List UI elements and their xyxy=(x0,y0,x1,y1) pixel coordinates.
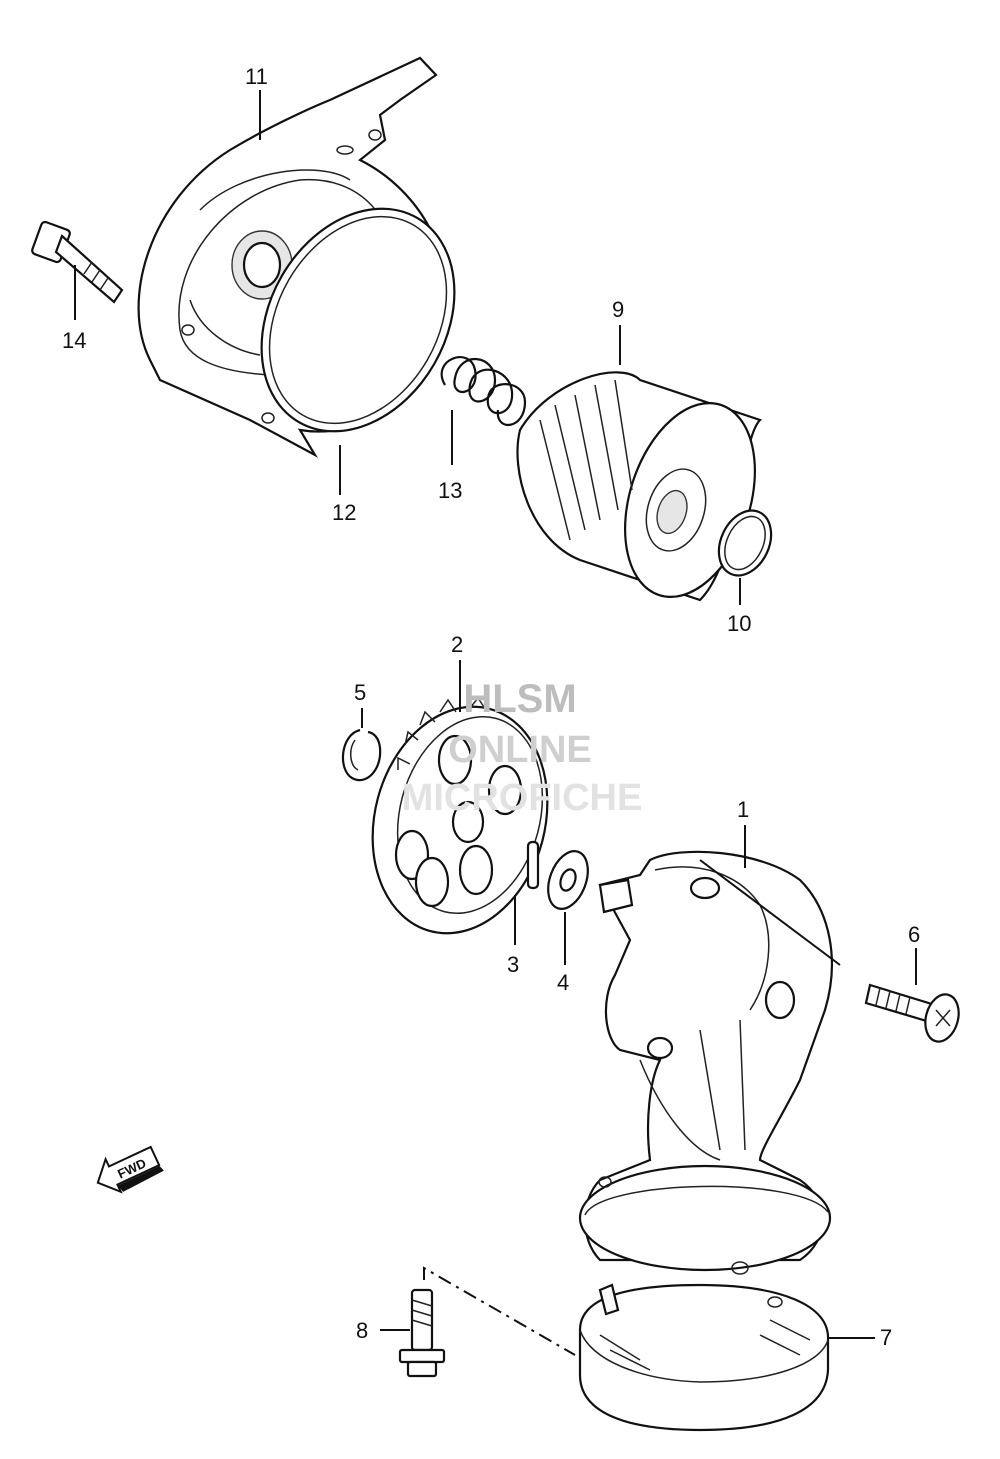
part-3-pin[interactable] xyxy=(514,840,540,945)
callout-2: 2 xyxy=(451,632,463,657)
callout-5: 5 xyxy=(354,680,366,705)
watermark-line-1: HLSM xyxy=(463,677,576,721)
part-7-strainer[interactable] xyxy=(578,1283,875,1432)
part-1-oil-pump[interactable] xyxy=(578,825,841,1275)
callout-8: 8 xyxy=(356,1318,368,1343)
part-14-bolt[interactable] xyxy=(31,220,124,320)
callout-13: 13 xyxy=(438,478,462,503)
callout-1: 1 xyxy=(737,797,749,822)
watermark-line-3: MICROFICHE xyxy=(402,777,643,819)
watermark-line-2: ONLINE xyxy=(448,729,592,771)
part-5-circlip[interactable] xyxy=(341,708,382,782)
fwd-arrow: FWD xyxy=(96,1145,164,1194)
part-12-o-ring[interactable] xyxy=(223,174,493,495)
watermark: HLSM ONLINE MICROFICHE xyxy=(402,677,643,819)
part-6-bolt[interactable] xyxy=(864,948,964,1045)
part-8-flange-bolt[interactable] xyxy=(380,1266,576,1378)
callout-6: 6 xyxy=(908,922,920,947)
callout-10: 10 xyxy=(727,611,751,636)
part-4-washer[interactable] xyxy=(541,846,595,965)
fwd-arrow-icon xyxy=(96,1145,161,1194)
callout-7: 7 xyxy=(880,1325,892,1350)
part-10-o-ring[interactable] xyxy=(709,502,781,605)
callout-11: 11 xyxy=(245,64,268,89)
part-9-oil-filter[interactable] xyxy=(516,325,778,614)
callout-12: 12 xyxy=(332,500,356,525)
callout-9: 9 xyxy=(612,297,624,322)
callout-4: 4 xyxy=(557,970,569,995)
part-13-spring[interactable] xyxy=(440,356,527,465)
callout-14: 14 xyxy=(62,328,86,353)
part-2-pump-gear[interactable] xyxy=(348,660,572,953)
callout-3: 3 xyxy=(507,952,519,977)
